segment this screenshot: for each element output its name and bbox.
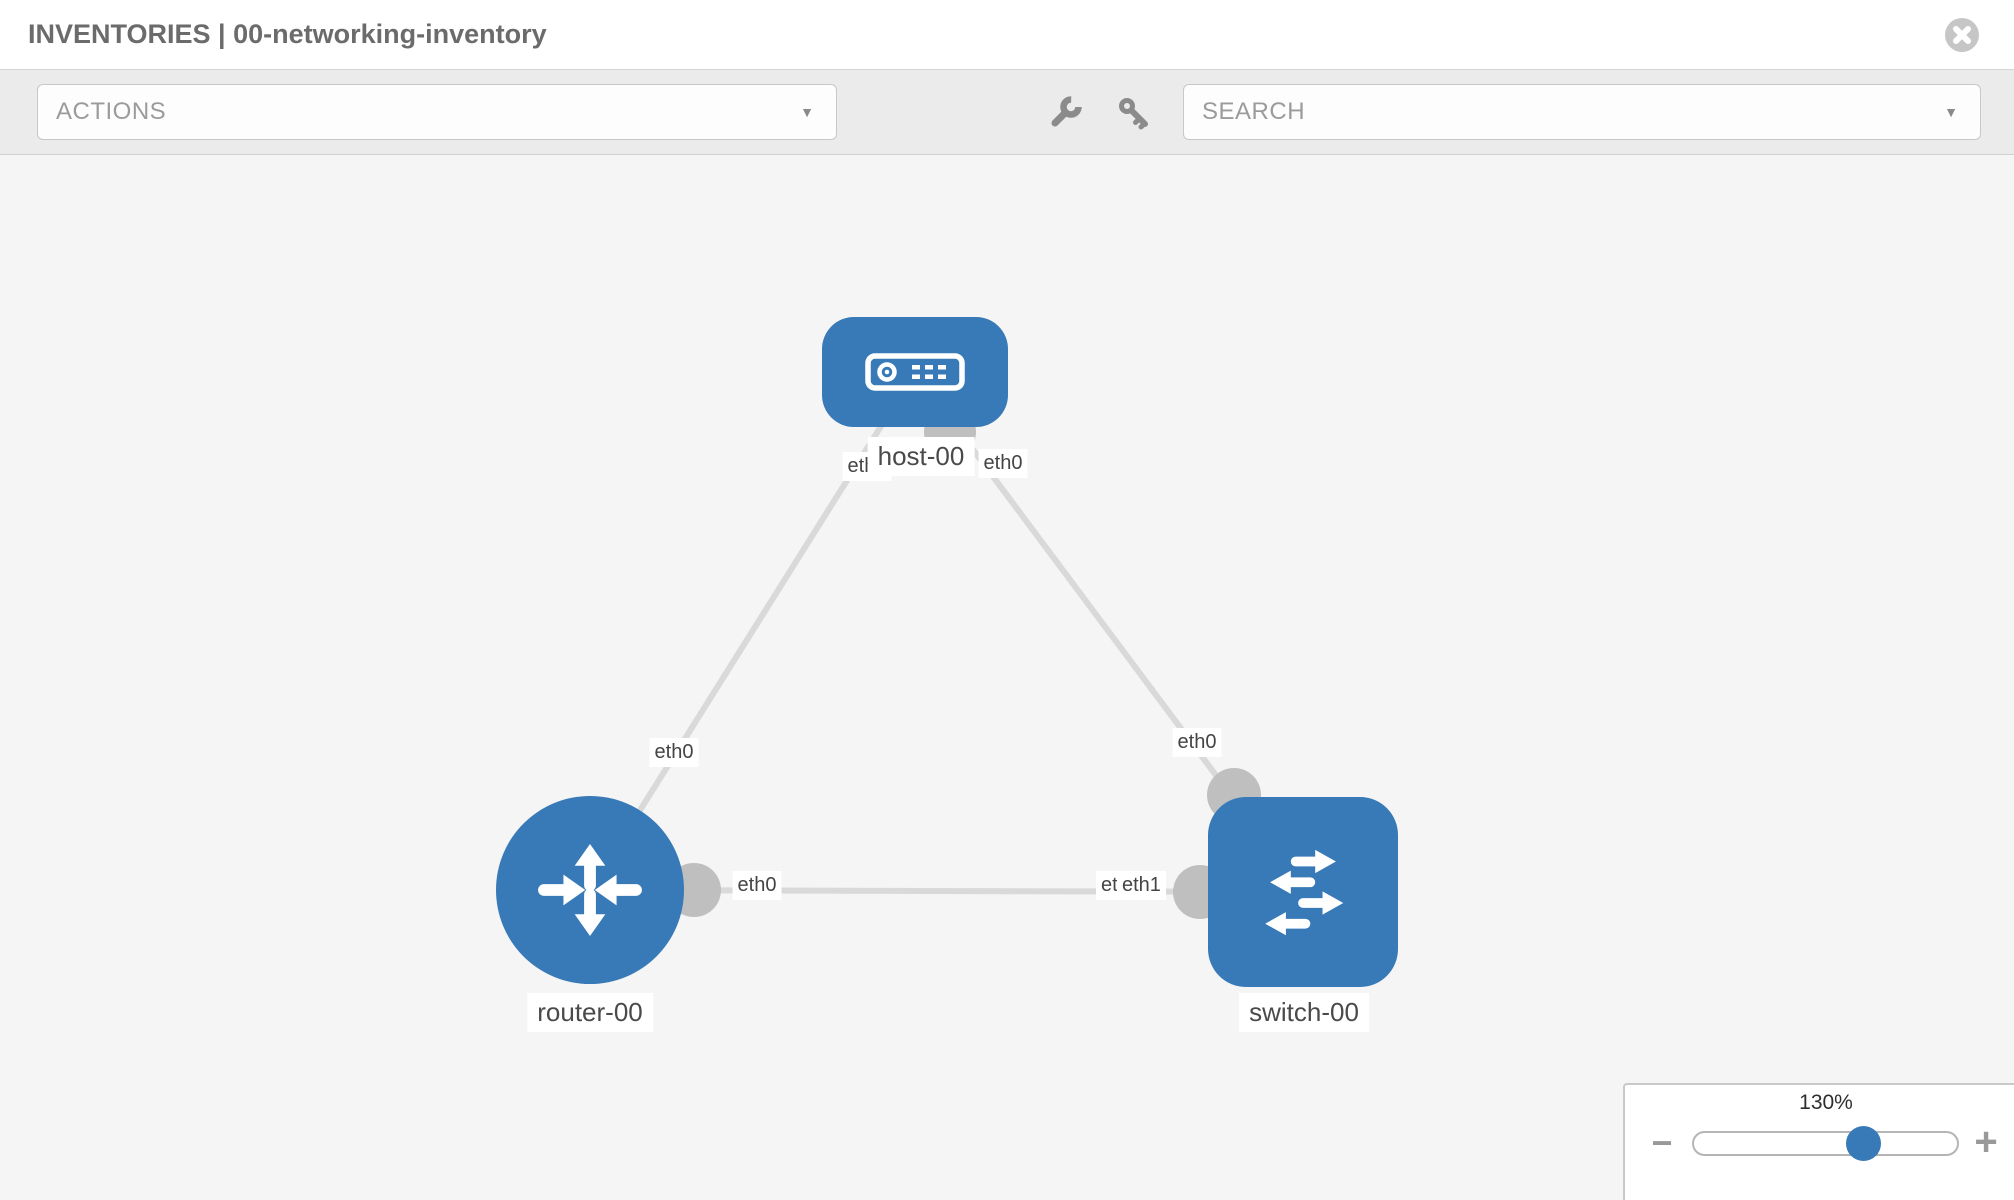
search-dropdown[interactable]: SEARCH ▼ [1183, 84, 1981, 140]
actions-dropdown[interactable]: ACTIONS ▼ [37, 84, 837, 140]
modal-header: INVENTORIES | 00-networking-inventory [0, 0, 2014, 70]
wrench-icon [1051, 96, 1082, 127]
host-icon [865, 353, 965, 391]
key-icon [1119, 98, 1148, 130]
actions-dropdown-label: ACTIONS [56, 98, 167, 125]
links-layer [587, 370, 1306, 919]
zoom-control-panel: 130% − + [1623, 1083, 2014, 1200]
interface-label-eth1-switch-end: eth1 [1117, 871, 1166, 900]
zoom-level-label: 130% [1799, 1091, 1853, 1114]
node-label-router-00: router-00 [527, 993, 653, 1032]
toolbar: ACTIONS ▼ SEARCH ▼ [0, 70, 2014, 155]
close-button[interactable] [1945, 18, 1979, 52]
caret-down-icon: ▼ [1944, 104, 1958, 120]
node-host-00[interactable] [822, 317, 1008, 427]
configure-button[interactable] [1049, 96, 1083, 130]
search-placeholder: SEARCH [1202, 98, 1306, 125]
zoom-slider-thumb[interactable] [1846, 1126, 1881, 1161]
interface-label-eth0-router-end: eth0 [732, 871, 782, 900]
zoom-slider[interactable] [1692, 1131, 1959, 1156]
interface-label-eth0-router-host-link: eth0 [649, 738, 699, 767]
node-switch-00[interactable] [1208, 797, 1398, 987]
caret-down-icon: ▼ [800, 104, 814, 120]
node-label-switch-00: switch-00 [1239, 993, 1369, 1032]
node-label-host-00: host-00 [867, 437, 975, 476]
interface-label-eth0-switch-host-link: eth0 [1172, 728, 1222, 757]
zoom-out-button[interactable]: − [1651, 1122, 1673, 1163]
topology-canvas[interactable]: eth0 eth0 eth0 eth0 eth0 eth0 host-00 ro… [0, 155, 2014, 1200]
interface-label-eth0-host-right: eth0 [978, 449, 1028, 478]
key-legend-button[interactable] [1117, 96, 1151, 130]
page-title: INVENTORIES | 00-networking-inventory [28, 19, 547, 49]
zoom-in-button[interactable]: + [1974, 1120, 1998, 1164]
close-icon [1953, 26, 1971, 44]
router-icon [538, 843, 642, 937]
switch-icon [1265, 849, 1344, 936]
node-router-00[interactable] [496, 796, 684, 984]
